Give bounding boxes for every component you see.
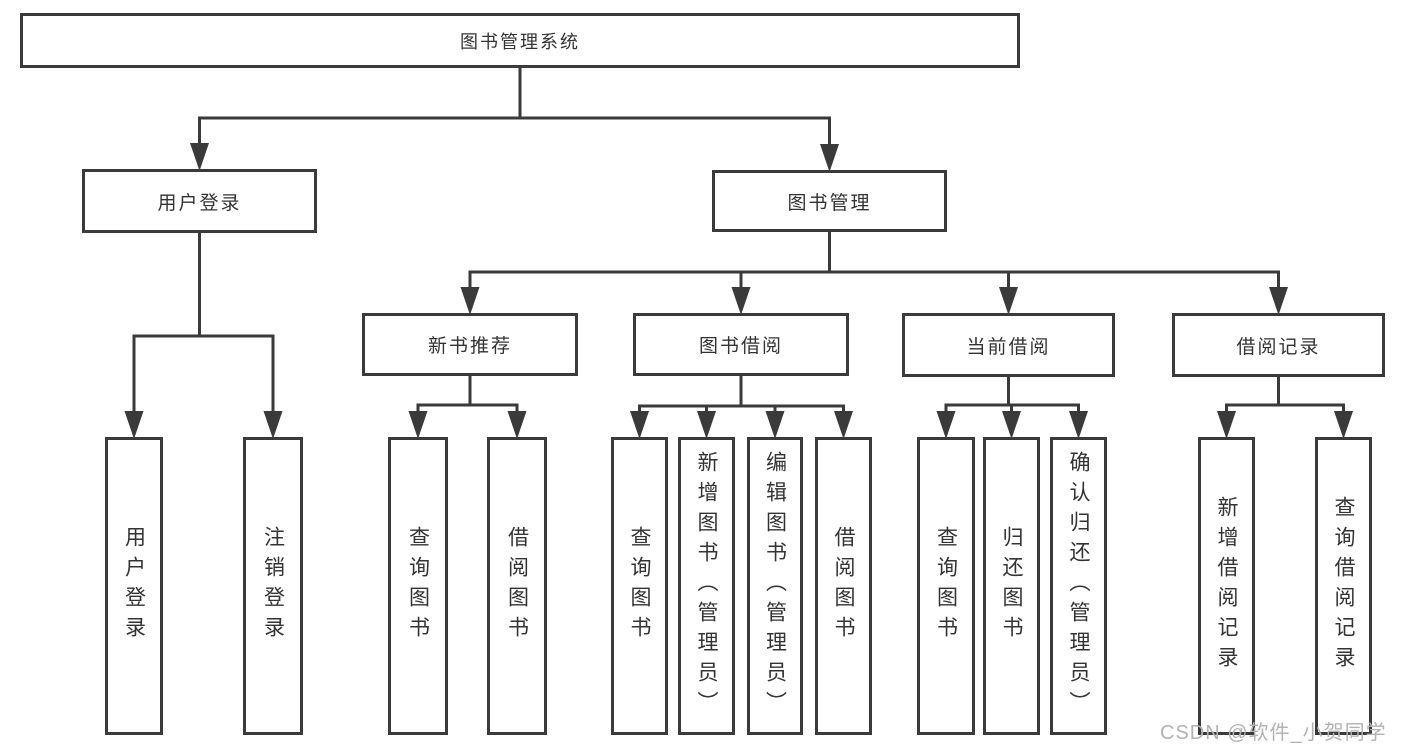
node-label-book-management: 图书管理 [787,192,872,214]
node-label-user-login: 用户登录 [157,192,242,214]
node-leaf-borrow-book-recommend: 借阅图书 [487,437,547,735]
node-label-current-borrowing: 当前借阅 [966,336,1051,358]
node-leaf-add-borrow-record: 新增借阅记录 [1198,437,1255,735]
node-leaf-query-book-recommend: 查询图书 [388,437,448,735]
node-label-leaf-confirm-return-admin: 确认归还（管理员） [1067,451,1091,721]
node-book-management: 图书管理 [712,170,947,232]
node-leaf-query-borrow-record: 查询借阅记录 [1315,437,1372,735]
node-book-borrowing: 图书借阅 [633,313,849,376]
node-label-leaf-return-book: 归还图书 [1000,526,1024,646]
node-leaf-logout: 注销登录 [243,437,303,735]
node-label-leaf-borrow-book-recommend: 借阅图书 [505,526,529,646]
node-label-leaf-query-borrow-record: 查询借阅记录 [1332,496,1356,676]
node-user-login: 用户登录 [82,169,317,233]
node-label-leaf-query-book-borrowing: 查询图书 [628,526,652,646]
node-new-book-recommend: 新书推荐 [362,313,578,376]
node-leaf-query-book-borrowing: 查询图书 [611,437,668,735]
node-label-borrowing-records: 借阅记录 [1236,336,1321,358]
node-label-leaf-add-book-admin: 新增图书（管理员） [695,451,719,721]
node-label-root: 图书管理系统 [460,31,580,52]
node-label-leaf-borrow-book-borrowing: 借阅图书 [832,526,856,646]
node-label-book-borrowing: 图书借阅 [698,336,783,357]
node-leaf-borrow-book-borrowing: 借阅图书 [815,437,872,735]
node-label-leaf-logout: 注销登录 [261,526,285,646]
node-leaf-query-book-current: 查询图书 [917,437,975,735]
node-current-borrowing: 当前借阅 [902,313,1115,377]
watermark: CSDN @软件_小贺同学 [1160,722,1387,744]
node-borrowing-records: 借阅记录 [1172,313,1385,377]
node-leaf-add-book-admin: 新增图书（管理员） [678,437,735,735]
node-leaf-confirm-return-admin: 确认归还（管理员） [1050,437,1107,735]
node-leaf-return-book: 归还图书 [983,437,1040,735]
node-label-leaf-edit-book-admin: 编辑图书（管理员） [763,451,787,721]
node-leaf-edit-book-admin: 编辑图书（管理员） [747,437,803,735]
node-root: 图书管理系统 [20,13,1020,68]
node-label-leaf-user-login: 用户登录 [122,526,146,646]
node-label-leaf-query-book-recommend: 查询图书 [406,526,430,646]
node-label-new-book-recommend: 新书推荐 [427,336,512,357]
node-label-leaf-query-book-current: 查询图书 [934,526,958,646]
node-leaf-user-login: 用户登录 [105,437,163,735]
node-label-leaf-add-borrow-record: 新增借阅记录 [1215,496,1239,676]
